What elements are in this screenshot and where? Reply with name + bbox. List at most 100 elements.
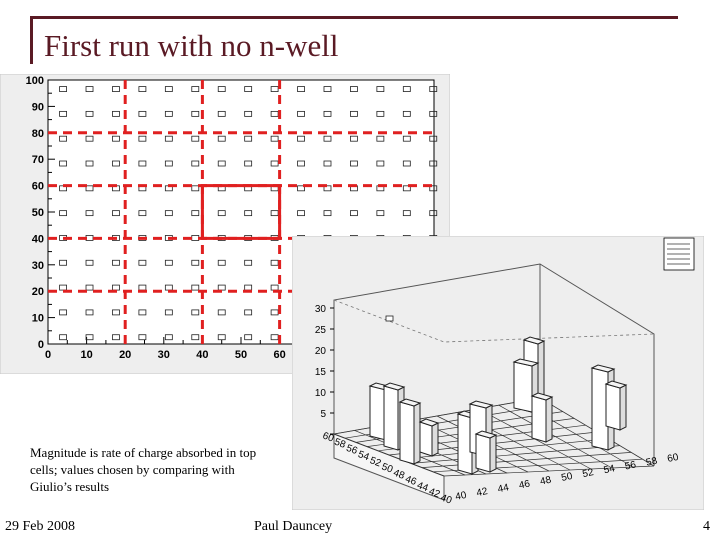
cell-glyph xyxy=(59,160,67,167)
cell-glyph xyxy=(350,160,358,167)
cell-glyph xyxy=(402,86,411,92)
cell-glyph xyxy=(164,135,173,142)
x-axis-tick-label: 52 xyxy=(582,467,596,480)
cell-glyph xyxy=(164,86,173,92)
title-rule-top xyxy=(30,16,678,19)
caption-line-3: Giulio’s results xyxy=(30,479,110,494)
cell-glyph xyxy=(191,110,200,117)
cell-glyph xyxy=(323,160,332,167)
footer-date: 29 Feb 2008 xyxy=(5,519,75,534)
cell-glyph xyxy=(323,86,332,92)
z-tick-label: 20 xyxy=(315,346,327,357)
cell-glyph xyxy=(244,160,253,167)
x-axis-tick-label: 54 xyxy=(603,463,617,476)
cell-glyph xyxy=(376,210,385,217)
floor-grid-line xyxy=(399,438,609,460)
cell-glyph xyxy=(164,110,173,117)
lego-bar-front xyxy=(605,383,621,431)
x-axis-tick-label: 44 xyxy=(497,482,511,495)
cell-glyph xyxy=(297,210,305,217)
cell-glyph xyxy=(244,86,253,92)
cell-glyph xyxy=(85,160,94,167)
cell-glyph xyxy=(112,110,120,117)
cell-glyph xyxy=(402,135,411,142)
cell-glyph xyxy=(138,309,147,316)
cell-glyph xyxy=(429,160,438,167)
lego-bar-top xyxy=(522,336,546,345)
title-rule-left xyxy=(30,16,33,64)
cell-glyph xyxy=(138,135,147,142)
cell-glyph xyxy=(402,110,411,117)
cell-glyph xyxy=(217,86,226,92)
cell-glyph xyxy=(164,160,173,167)
floor-grid-line xyxy=(421,452,632,468)
cell-glyph xyxy=(138,110,147,117)
x-tick-label: 0 xyxy=(45,349,51,361)
x-tick-label: 30 xyxy=(158,349,170,361)
y-tick-label: 20 xyxy=(32,286,44,298)
x-axis-tick-label: 46 xyxy=(518,478,532,491)
lego-bar-front xyxy=(383,385,399,451)
cell-glyph xyxy=(244,210,253,217)
y-tick-label: 100 xyxy=(26,75,44,87)
caption: Magnitude is rate of charge absorbed in … xyxy=(30,444,290,495)
cell-glyph xyxy=(429,86,438,92)
cell-glyph xyxy=(191,210,200,217)
lego-bar-side xyxy=(489,434,497,473)
cell-glyph xyxy=(112,334,120,341)
cell-glyph xyxy=(112,160,120,167)
y-axis-tick-label: 40 xyxy=(439,492,454,506)
cell-glyph xyxy=(85,309,94,316)
lego-bar-top xyxy=(382,382,406,391)
y-tick-label: 10 xyxy=(32,313,44,325)
lego-bar-top xyxy=(468,400,494,409)
cell-glyph xyxy=(85,185,94,192)
cell-glyph xyxy=(85,284,94,291)
cell-glyph xyxy=(323,210,332,217)
z-tick-label: 5 xyxy=(320,409,326,420)
cell-glyph xyxy=(376,135,385,142)
y-axis-tick-label: 58 xyxy=(333,437,348,451)
cell-glyph xyxy=(59,210,67,217)
cell-glyph xyxy=(217,110,226,117)
x-tick-label: 40 xyxy=(196,349,208,361)
cell-glyph xyxy=(217,334,226,341)
cell-glyph xyxy=(138,86,147,92)
cell-glyph xyxy=(350,86,358,92)
cell-glyph xyxy=(191,86,200,92)
lego-bar-top xyxy=(590,364,616,373)
page-number: 4 xyxy=(703,519,710,534)
cell-glyph xyxy=(244,334,253,341)
cell-glyph xyxy=(112,86,120,92)
footer-author: Paul Dauncey xyxy=(254,519,333,534)
cell-glyph xyxy=(164,309,173,316)
y-tick-label: 60 xyxy=(32,181,44,193)
cell-glyph xyxy=(85,334,94,341)
cell-glyph xyxy=(59,135,67,142)
cell-glyph xyxy=(164,334,173,341)
caption-line-2: cells; values chosen by comparing with xyxy=(30,462,235,477)
y-tick-label: 90 xyxy=(32,101,44,113)
cell-glyph xyxy=(85,110,94,117)
cell-glyph xyxy=(164,210,173,217)
x-axis-tick-label: 60 xyxy=(666,452,680,465)
y-axis-tick-label: 52 xyxy=(368,455,383,469)
cell-glyph xyxy=(376,110,385,117)
y-axis-tick-label: 54 xyxy=(356,449,371,463)
x-tick-label: 20 xyxy=(119,349,131,361)
cell-glyph xyxy=(323,135,332,142)
cell-glyph xyxy=(217,259,226,266)
z-tick-label: 15 xyxy=(315,367,327,378)
cell-glyph xyxy=(376,160,385,167)
y-tick-label: 50 xyxy=(32,207,44,219)
cell-glyph xyxy=(191,259,200,266)
y-axis-tick-label: 44 xyxy=(415,480,430,494)
lego-bar-top xyxy=(398,398,422,407)
cell-glyph xyxy=(297,110,305,117)
x-axis-tick-label: 58 xyxy=(645,456,659,469)
cell-glyph xyxy=(85,135,94,142)
lego-bar-front xyxy=(399,401,415,465)
lego-bar-front xyxy=(513,361,533,413)
x-axis-tick-label: 42 xyxy=(476,486,490,499)
cell-glyph xyxy=(191,160,200,167)
